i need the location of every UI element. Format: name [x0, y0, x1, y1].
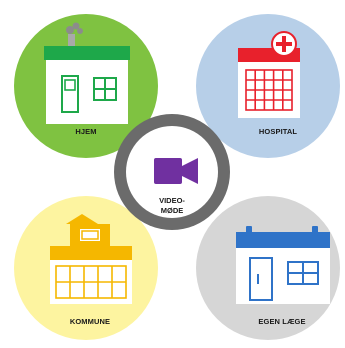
center-label-line2: MØDE: [160, 206, 184, 215]
clinic-icon: [236, 226, 330, 304]
municipal-building-icon: [50, 214, 132, 304]
center-label: VIDEO- MØDE: [159, 196, 185, 216]
home-label: HJEM: [75, 127, 97, 136]
house-icon: [44, 22, 130, 124]
municipality-label: KOMMUNE: [69, 317, 111, 326]
hospital-icon: [238, 31, 300, 118]
doctor-label: EGEN LÆGE: [258, 317, 306, 326]
center-label-line1: VIDEO-: [159, 196, 185, 205]
video-camera-icon: [154, 158, 198, 184]
hospital-label: HOSPITAL: [258, 127, 298, 136]
